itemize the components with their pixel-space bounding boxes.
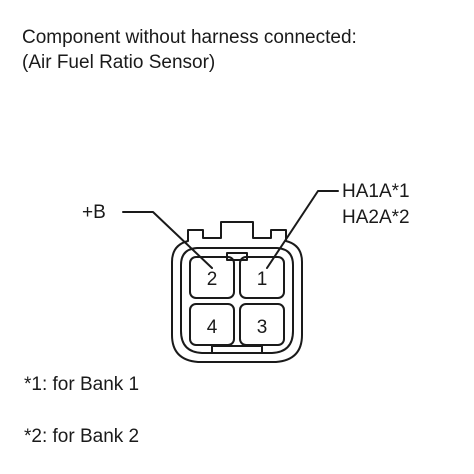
connector-housing-outer <box>171 221 303 363</box>
bank-1-footnote: *1: for Bank 1 <box>24 374 140 395</box>
plus-b-leader-line <box>122 211 213 269</box>
bottom-key-notch <box>211 345 263 354</box>
pin-cavity-2 <box>189 256 235 299</box>
ha1a-label: HA1A*1 <box>342 181 410 202</box>
plus-b-label: +B <box>82 202 106 223</box>
pin-number-1: 1 <box>257 269 268 290</box>
pin-number-2: 2 <box>207 269 218 290</box>
pin-number-3: 3 <box>257 317 268 338</box>
ha1a-leader-line <box>266 190 339 269</box>
diagram-title-line-1: Component without harness connected: <box>22 27 357 48</box>
ha2a-label: HA2A*2 <box>342 207 410 228</box>
top-key-notch <box>226 252 248 261</box>
pin-number-4: 4 <box>207 317 218 338</box>
pin-cavity-1 <box>239 256 285 299</box>
diagram-title-line-2: (Air Fuel Ratio Sensor) <box>22 52 216 73</box>
connector-housing-inner <box>180 247 294 354</box>
bank-2-footnote: *2: for Bank 2 <box>24 426 140 447</box>
